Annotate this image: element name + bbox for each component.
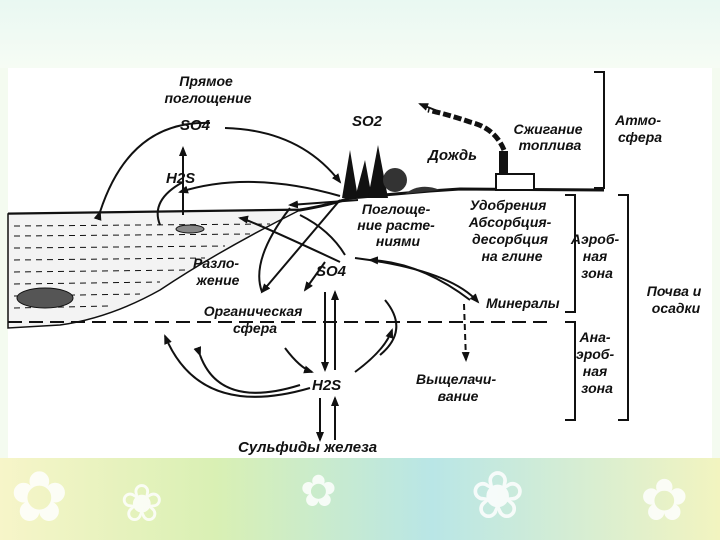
zone-brackets — [565, 71, 629, 421]
label-fuel-burning: Сжигание топлива — [514, 121, 587, 153]
label-iron-sulfides: Сульфиды железа — [238, 439, 377, 456]
left-frame-strip — [0, 68, 8, 458]
label-h2s-top: H2S — [166, 170, 195, 187]
daisy-icon: ✿ — [640, 468, 689, 533]
bottom-floral-band — [0, 458, 720, 540]
daisy-icon: ❀ — [470, 458, 526, 532]
label-h2s-bottom: H2S — [312, 377, 341, 394]
top-background-band — [0, 0, 720, 68]
factory-icon — [495, 151, 535, 191]
pebbles-icon — [16, 287, 74, 309]
label-plant-uptake: Поглоще- ние расте- ниями — [357, 201, 438, 249]
label-so4-mid: SO4 — [316, 263, 347, 280]
ground-surface-line — [7, 187, 605, 216]
label-aerobic-zone: Аэроб- ная зона — [570, 231, 623, 281]
label-so2: SO2 — [352, 113, 383, 130]
smoke-arrow — [418, 103, 441, 113]
label-minerals: Минералы — [486, 295, 560, 311]
smoke-plume — [427, 107, 507, 152]
vegetation-icon — [342, 145, 440, 198]
label-anaerobic-zone: Ана- эроб- ная зона — [576, 329, 618, 396]
label-fertilizers: Удобрения Абсорбция- десорбция на глине — [468, 197, 555, 264]
label-direct-uptake: Прямое поглощение — [165, 73, 252, 106]
label-organic-sphere: Органическая сфера — [204, 303, 307, 336]
daisy-icon: ✿ — [300, 467, 337, 516]
fish-icon — [175, 224, 205, 234]
label-rain: Дождь — [426, 147, 477, 164]
label-so4-top: SO4 — [180, 117, 211, 134]
water-ripples — [13, 223, 271, 309]
right-frame-strip — [712, 68, 720, 458]
daisy-icon: ✿ — [10, 458, 69, 536]
cycle-arrows — [93, 121, 480, 442]
label-soil-sediments: Почва и осадки — [647, 283, 705, 316]
label-leaching: Выщелачи- вание — [416, 371, 500, 404]
label-decomposition: Разло- жение — [193, 255, 243, 288]
daisy-icon: ❀ — [120, 475, 164, 533]
label-atmosphere: Атмо- сфера — [614, 112, 665, 145]
